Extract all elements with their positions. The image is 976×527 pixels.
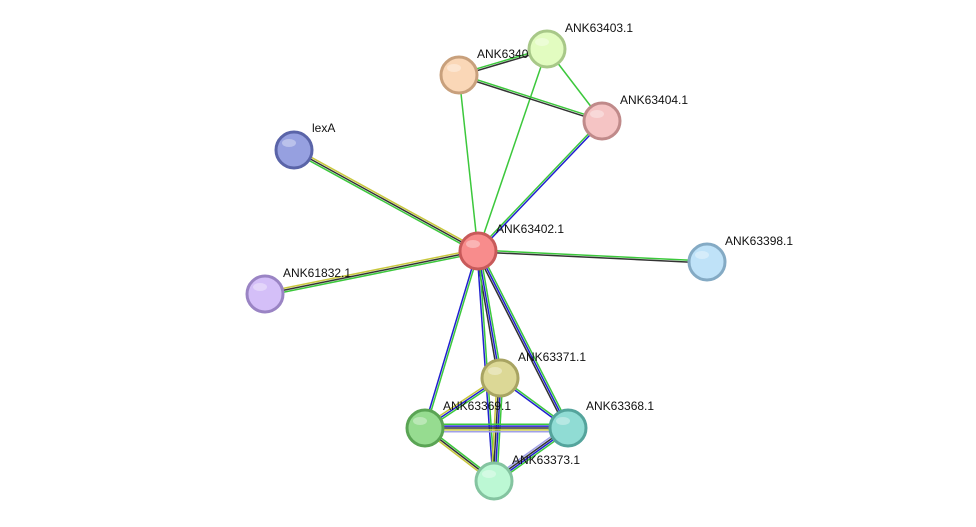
edge-ank63402-1-ank63369-1 — [423, 250, 480, 429]
edge-ank63402-1-ank63404-1 — [476, 119, 604, 253]
node-circle[interactable] — [405, 408, 445, 448]
node-label: ANK63373.1 — [512, 453, 580, 467]
node-circle[interactable] — [274, 130, 314, 170]
edge-ank63402-1-ank63398-1 — [477, 249, 708, 264]
edge-line — [479, 249, 571, 428]
node-label: ANK61832.1 — [283, 266, 351, 280]
edge-line — [294, 147, 480, 250]
edge-line — [478, 121, 604, 253]
node-label: ANK63398.1 — [725, 234, 793, 248]
edge-line — [476, 119, 602, 251]
edge-line — [264, 250, 479, 295]
node-ank63373-1[interactable]: ANK63373.1 — [474, 453, 580, 501]
edge-line — [265, 252, 479, 297]
node-ank63405-1[interactable]: ANK6340 — [439, 47, 529, 95]
node-highlight — [447, 64, 461, 72]
node-highlight — [695, 251, 709, 259]
node-circle[interactable] — [480, 358, 520, 398]
edge-line — [425, 251, 480, 429]
node-circle[interactable] — [245, 274, 285, 314]
node-circle[interactable] — [548, 408, 588, 448]
node-ank63369-1[interactable]: ANK63369.1 — [405, 399, 511, 448]
node-highlight — [482, 470, 496, 478]
node-highlight — [535, 38, 549, 46]
edge-line — [264, 248, 478, 293]
edge-line — [423, 250, 478, 428]
node-highlight — [253, 283, 267, 291]
edge-ank63402-1-ank63403-1 — [477, 48, 548, 252]
node-label: ANK63404.1 — [620, 93, 688, 107]
node-ank63402-1[interactable]: ANK63402.1 — [458, 222, 564, 271]
node-highlight — [556, 417, 570, 425]
node-highlight — [466, 240, 480, 248]
node-highlight — [590, 110, 604, 118]
node-label: ANK63368.1 — [586, 399, 654, 413]
edge-line — [477, 48, 548, 252]
edge-line — [458, 74, 479, 252]
node-label: ANK6340 — [477, 47, 529, 61]
edge-line — [478, 249, 708, 262]
node-highlight — [282, 139, 296, 147]
node-lexa[interactable]: lexA — [274, 121, 335, 170]
node-label: ANK63403.1 — [565, 21, 633, 35]
edge-line — [293, 149, 479, 252]
node-label: ANK63402.1 — [496, 222, 564, 236]
node-label: ANK63369.1 — [443, 399, 511, 413]
edge-line — [477, 250, 501, 379]
node-highlight — [488, 367, 502, 375]
node-circle[interactable] — [474, 461, 514, 501]
node-circle[interactable] — [527, 29, 567, 69]
node-label: ANK63371.1 — [518, 350, 586, 364]
edge-ank63402-1-lexa — [292, 147, 480, 254]
edge-ank63405-1-ank63404-1 — [458, 73, 603, 123]
node-circle[interactable] — [458, 231, 498, 271]
edge-line — [477, 251, 707, 264]
edge-ank63402-1-ank63405-1 — [458, 74, 479, 252]
edge-line — [479, 250, 503, 378]
node-ank63368-1[interactable]: ANK63368.1 — [548, 399, 654, 448]
node-ank63371-1[interactable]: ANK63371.1 — [480, 350, 586, 398]
edge-ank63369-1-ank63368-1 — [425, 423, 568, 433]
edge-line — [292, 151, 478, 254]
node-circle[interactable] — [439, 55, 479, 95]
edge-line — [477, 250, 569, 429]
edge-ank63402-1-ank63368-1 — [475, 249, 571, 430]
node-ank63404-1[interactable]: ANK63404.1 — [582, 93, 688, 141]
node-circle[interactable] — [687, 242, 727, 282]
node-circle[interactable] — [582, 101, 622, 141]
node-ank63398-1[interactable]: ANK63398.1 — [687, 234, 793, 282]
node-ank61832-1[interactable]: ANK61832.1 — [245, 266, 351, 314]
edge-line — [459, 73, 603, 121]
node-ank63403-1[interactable]: ANK63403.1 — [527, 21, 633, 69]
edge-line — [475, 251, 567, 430]
edge-ank63402-1-ank61832-1 — [264, 248, 479, 297]
node-highlight — [413, 417, 427, 425]
node-label: lexA — [312, 121, 335, 135]
edge-line — [458, 75, 602, 123]
